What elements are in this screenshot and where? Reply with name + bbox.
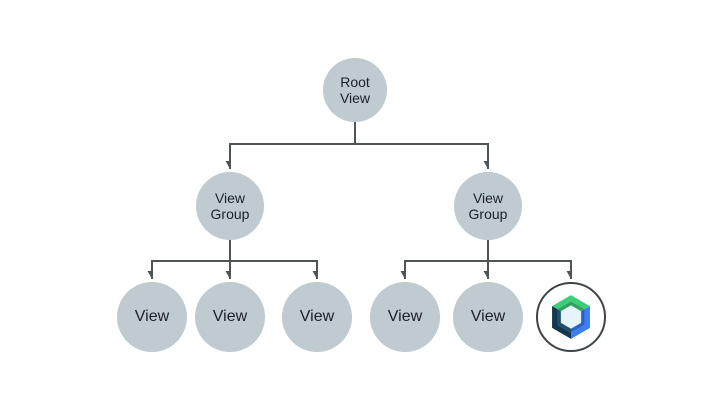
node-view-group-right: View Group — [454, 172, 522, 240]
compose-bevel-top — [557, 301, 585, 312]
node-label: View Group — [210, 190, 250, 222]
node-compose — [536, 282, 606, 352]
node-view-2: View — [195, 282, 265, 352]
node-view-3: View — [282, 282, 352, 352]
node-view-group-left: View Group — [196, 172, 264, 240]
compose-face-left — [552, 306, 571, 339]
jetpack-compose-icon — [552, 295, 590, 339]
node-view-5: View — [453, 282, 523, 352]
compose-face-top — [552, 295, 590, 310]
node-label: View Group — [468, 190, 508, 222]
node-view-1: View — [117, 282, 187, 352]
node-label: Root View — [339, 74, 371, 106]
node-view-4: View — [370, 282, 440, 352]
node-label: View — [212, 308, 248, 325]
node-label: View — [387, 308, 423, 325]
node-label: View — [299, 308, 335, 325]
node-root-view: Root View — [323, 58, 387, 122]
node-label: View — [470, 308, 506, 325]
compose-center-hexagon — [560, 305, 582, 329]
node-label: View — [134, 308, 170, 325]
compose-face-right — [571, 306, 590, 339]
